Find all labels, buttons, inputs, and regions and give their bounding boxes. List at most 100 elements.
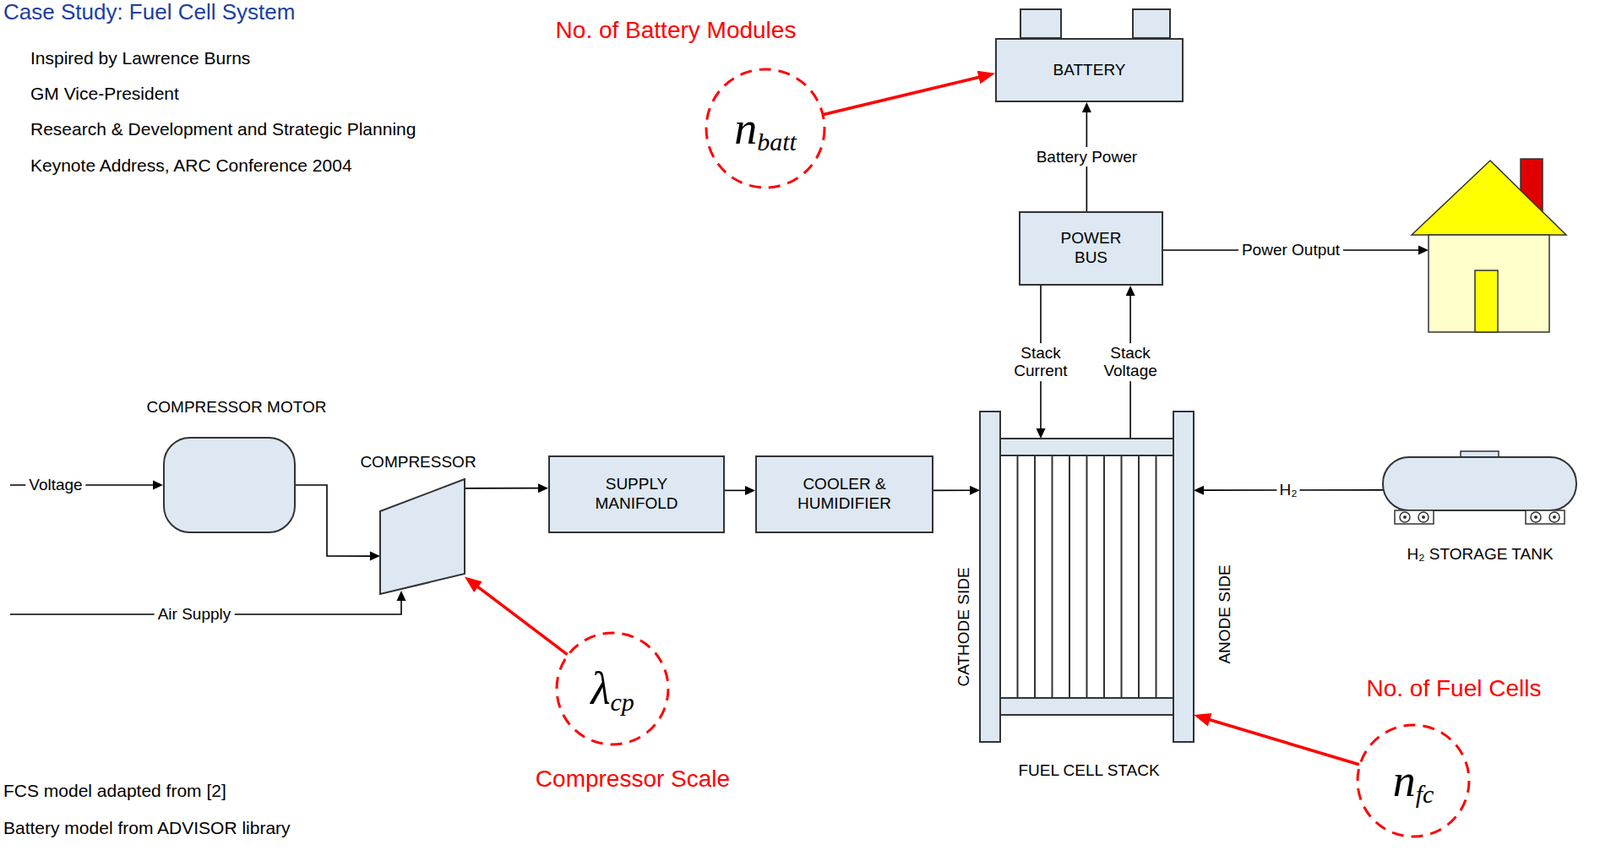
title: Case Study: Fuel Cell System — [3, 0, 295, 26]
symbol: λ — [590, 665, 610, 712]
wheel — [1549, 511, 1560, 523]
stack-cells — [1000, 438, 1174, 715]
shape-outline — [555, 631, 670, 746]
pointer-arrow — [464, 576, 568, 655]
pointer-arrow — [823, 70, 996, 115]
edge-label: Stack Voltage — [1093, 342, 1167, 382]
connector-line — [464, 487, 539, 490]
component-label: CATHODE SIDE — [954, 566, 974, 686]
end-plate — [1173, 411, 1194, 742]
wheel-truck — [1394, 510, 1434, 524]
stack-bottom-bar — [1000, 697, 1174, 715]
connector-line — [823, 76, 980, 115]
arrowhead — [397, 590, 407, 601]
component-box: CATHODE SIDEANODE SIDEFUEL CELL STACK — [979, 438, 1194, 715]
box-content: POWER BUS — [1020, 212, 1162, 284]
connector — [295, 484, 381, 561]
house-icon — [1411, 158, 1567, 332]
connector — [933, 485, 980, 496]
arrowhead — [152, 480, 164, 490]
text-label: Inspired by Lawrence Burns — [30, 48, 251, 69]
text-label: GM Vice-President — [30, 83, 180, 104]
parameter-caption: No. of Battery Modules — [555, 16, 797, 44]
parameter-caption: Compressor Scale — [535, 765, 730, 793]
cell-divider — [1051, 455, 1054, 698]
battery-terminal — [1020, 9, 1062, 39]
symbol-group: nfc — [1355, 723, 1471, 839]
text-label: Keynote Address, ARC Conference 2004 — [30, 155, 353, 176]
wheel-hub — [1403, 515, 1407, 519]
parameter-circle: λcpCompressor Scale — [555, 631, 670, 746]
connector-line — [1208, 718, 1360, 764]
text-label: Air Supply — [154, 604, 235, 624]
symbol-subscript: fc — [1415, 781, 1435, 807]
shape-outline — [704, 67, 827, 190]
house-roof — [1411, 160, 1567, 235]
compressor-symbol — [380, 478, 465, 594]
component-label: COMPRESSOR — [359, 452, 476, 472]
edge-label: Stack Current — [1004, 342, 1078, 382]
arrowhead — [370, 551, 381, 561]
connector-line — [477, 586, 567, 655]
symbol-subscript: cp — [610, 689, 635, 715]
cell-divider — [1017, 455, 1019, 698]
shape-outline — [1382, 457, 1577, 526]
arrowhead — [969, 485, 980, 496]
wheel — [1399, 511, 1410, 523]
tank-body — [1382, 457, 1577, 511]
connector — [464, 483, 549, 493]
battery-terminal — [1132, 9, 1171, 39]
component-label: FUEL CELL STACK — [1017, 761, 1160, 780]
symbol-group: λcp — [555, 631, 670, 746]
arrowhead — [1082, 102, 1092, 113]
cell-divider — [1137, 455, 1140, 698]
symbol: n — [734, 105, 757, 152]
component-box: COMPRESSOR — [380, 478, 465, 594]
dashed-circle — [1357, 724, 1470, 837]
component-label: COMPRESSOR MOTOR — [146, 397, 327, 417]
cell-divider — [1155, 455, 1158, 698]
text-label: Voltage — [25, 475, 86, 495]
symbol: n — [1393, 757, 1416, 804]
text-label: FCS model adapted from [2] — [3, 780, 227, 801]
symbol-subscript: batt — [756, 129, 797, 155]
cell-divider — [1086, 455, 1089, 698]
end-plate — [979, 411, 1001, 742]
box-label: SUPPLY MANIFOLD — [569, 474, 705, 514]
shape-outline — [380, 478, 465, 594]
cell-divider — [1034, 455, 1036, 698]
component-box: COMPRESSOR MOTOR — [163, 436, 296, 534]
parameter-circle: No. of Fuel Cellsnfc — [1355, 723, 1471, 839]
dashed-circle — [556, 632, 669, 745]
arrowhead — [1418, 245, 1429, 256]
connector — [724, 485, 756, 496]
connector-line — [724, 489, 746, 492]
box-label: POWER BUS — [1053, 228, 1130, 268]
box-content: COOLER & HUMIDIFIER — [756, 457, 932, 532]
arrowhead — [1193, 712, 1212, 726]
arrowhead — [538, 483, 549, 493]
house-door — [1474, 270, 1498, 332]
parameter-circle: No. of Battery Modulesnbatt — [704, 67, 827, 190]
text-label: Power Output — [1238, 240, 1344, 260]
house-body — [1428, 234, 1550, 332]
wheel-hub — [1552, 515, 1557, 519]
box-content: BATTERY — [996, 39, 1182, 101]
edge-label: H₂ — [1276, 479, 1300, 501]
component-box: SUPPLY MANIFOLD — [548, 455, 725, 534]
arrowhead — [1035, 428, 1045, 439]
component-box: BATTERY — [995, 38, 1184, 103]
pointer-arrow — [1193, 712, 1360, 765]
cell-divider — [1121, 455, 1123, 698]
cell-divider — [1103, 455, 1105, 698]
wheel-truck — [1525, 510, 1565, 524]
component-box: H₂ STORAGE TANK — [1382, 457, 1577, 526]
arrowhead — [745, 485, 756, 496]
arrowhead — [977, 70, 996, 85]
component-label: H₂ STORAGE TANK — [1406, 544, 1553, 564]
arrowhead — [464, 576, 483, 593]
connector-line — [933, 489, 971, 491]
wheel — [1530, 511, 1541, 523]
arrowhead — [1126, 285, 1136, 296]
